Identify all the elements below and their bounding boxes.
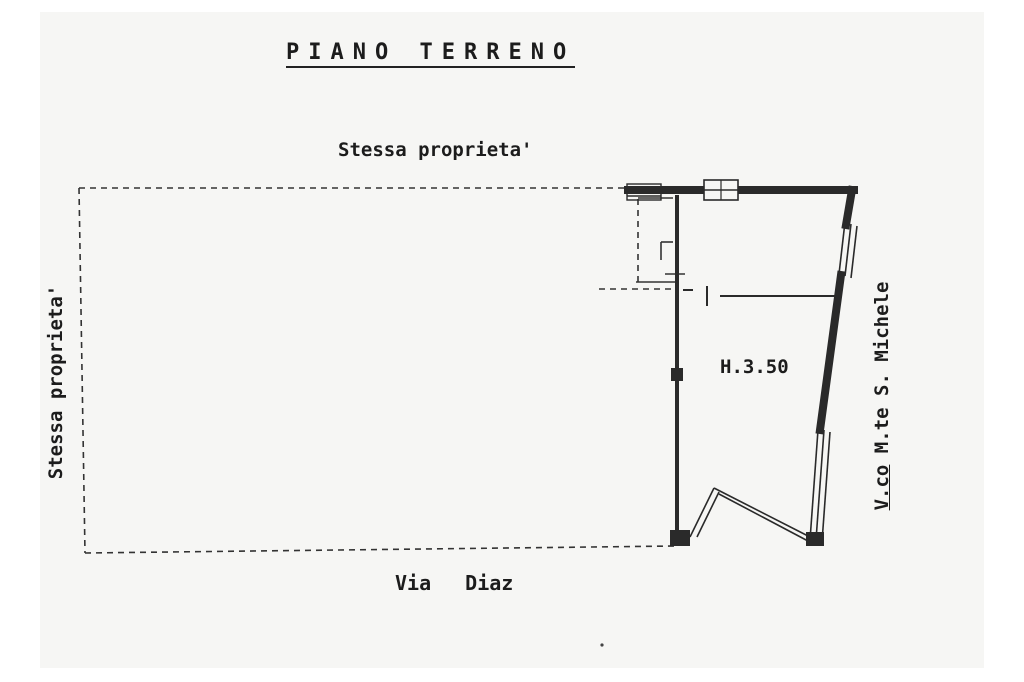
corner-block-right — [806, 532, 824, 546]
right-window-upper — [838, 221, 858, 279]
right-street-label: V.co M.te S. Michele — [871, 282, 893, 511]
plan-sheet — [40, 12, 984, 668]
plan-title: PIANO TERRENO — [286, 40, 576, 68]
bottom-street-label: Via Diaz — [395, 571, 514, 595]
service-room — [636, 197, 685, 283]
entrance-door — [689, 487, 813, 542]
right-street-rest: M.te S. Michele — [871, 281, 893, 465]
ceiling-height-label: H.3.50 — [720, 356, 789, 378]
stray-dot — [600, 643, 604, 647]
left-neighbor-label: Stessa proprieta' — [45, 284, 67, 480]
right-window-lower — [809, 429, 831, 543]
top-window — [703, 179, 739, 201]
property-boundary — [78, 187, 677, 554]
corner-window — [626, 183, 662, 201]
interior-partition — [683, 286, 836, 306]
pillar — [671, 368, 683, 381]
right-street-prefix: V.co — [871, 464, 893, 511]
corner-block-left — [670, 530, 690, 546]
perimeter-walls — [624, 185, 858, 435]
top-neighbor-label: Stessa proprieta' — [338, 139, 533, 161]
